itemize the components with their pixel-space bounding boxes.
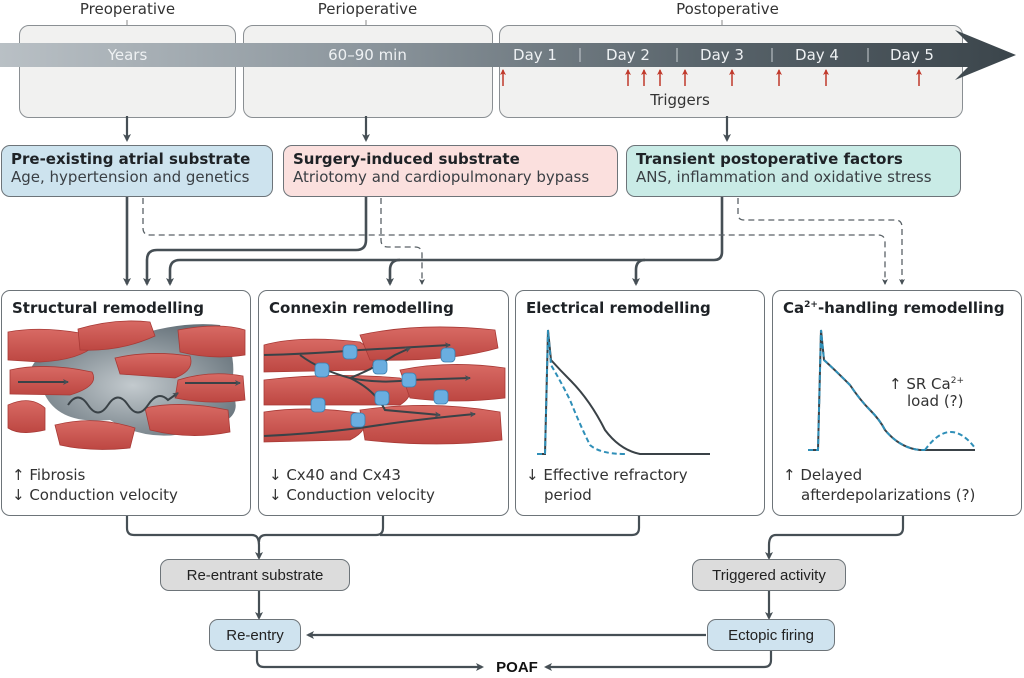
connector-transient-to-structural xyxy=(166,197,724,286)
connector-panels-to-reentrant xyxy=(125,515,263,560)
panel-electrical-remodelling: Electrical remodelling ↓ Effective refra… xyxy=(515,290,765,516)
day-label-3: Day 3 xyxy=(700,46,744,64)
trigger-arrows xyxy=(500,69,922,86)
dashed-surgery-to-connexin xyxy=(380,198,425,285)
panel-title: Structural remodelling xyxy=(12,299,204,317)
source-title: Transient postoperative factors xyxy=(636,150,903,168)
connexin-remodelling-illustration xyxy=(263,326,506,445)
mechanism-reentry: Re-entry xyxy=(209,619,301,651)
panel-line: ↑ Fibrosis xyxy=(12,466,86,484)
panel-title: Electrical remodelling xyxy=(526,299,711,317)
panel-title: Ca2+-handling remodelling xyxy=(783,299,1005,317)
title-suffix: -handling remodelling xyxy=(817,299,1005,317)
panel-line: ↓ Conduction velocity xyxy=(269,486,435,504)
timeline-arrow xyxy=(0,30,1016,80)
connector-transient-to-electrical xyxy=(632,258,646,286)
panel-title: Connexin remodelling xyxy=(269,299,454,317)
connector-ca-to-triggered xyxy=(765,515,905,560)
day-label-1: Day 1 xyxy=(513,46,557,64)
connexin-channel xyxy=(401,372,417,388)
panel-line: ↑ Delayed xyxy=(783,466,863,484)
connector-reentry-to-poaf xyxy=(255,651,484,671)
connexin-channel xyxy=(350,412,366,428)
source-subtitle: Atriotomy and cardiopulmonary bypass xyxy=(293,168,590,186)
dashed-transient-to-ca xyxy=(737,198,905,285)
phase-label-postoperative: Postoperative xyxy=(676,0,779,18)
ca-trace-remodelled xyxy=(808,329,925,451)
connexin-channel xyxy=(314,362,330,378)
bar-label-duration: 60–90 min xyxy=(328,46,407,64)
day-label-4: Day 4 xyxy=(795,46,839,64)
triggers-label: Triggers xyxy=(650,91,710,109)
day-label-5: Day 5 xyxy=(890,46,934,64)
panel-line: ↓ Effective refractory xyxy=(526,466,688,484)
connector-electrical-merge xyxy=(380,515,641,537)
connector-connexin-merge xyxy=(257,515,385,543)
source-preexisting-substrate: Pre-existing atrial substrate Age, hyper… xyxy=(1,145,273,197)
phase-label-perioperative: Perioperative xyxy=(317,0,418,18)
source-surgery-induced-substrate: Surgery-induced substrate Atriotomy and … xyxy=(283,145,618,197)
mechanism-ectopic-firing: Ectopic firing xyxy=(707,619,835,651)
source-subtitle: Age, hypertension and genetics xyxy=(11,168,250,186)
source-title: Surgery-induced substrate xyxy=(293,150,520,168)
title-superscript: 2+ xyxy=(804,300,818,310)
mechanism-triggered-activity: Triggered activity xyxy=(692,559,846,591)
phase-label-preoperative: Preoperative xyxy=(79,0,176,18)
source-title: Pre-existing atrial substrate xyxy=(11,150,251,168)
electrical-ap-traces xyxy=(537,329,710,455)
connexin-channels xyxy=(310,344,456,428)
myocytes xyxy=(7,320,246,450)
panel-structural-remodelling: Structural remodelling ↑ Fibrosis ↓ Cond… xyxy=(1,290,251,516)
source-subtitle: ANS, inflammation and oxidative stress xyxy=(636,168,932,186)
day-separators xyxy=(579,48,869,62)
connexin-channel xyxy=(440,347,456,363)
ca-handling-traces xyxy=(808,329,976,451)
source-transient-factors: Transient postoperative factors ANS, inf… xyxy=(626,145,961,197)
panel-line: afterdepolarizations (?) xyxy=(801,486,976,504)
phase-box-perioperative xyxy=(243,25,493,118)
connexin-channel xyxy=(372,359,388,375)
connexin-channel xyxy=(433,389,449,405)
structural-remodelling-illustration xyxy=(7,320,246,450)
bar-label-years: Years xyxy=(107,46,148,64)
panel-line: ↓ Conduction velocity xyxy=(12,486,178,504)
panel-connexin-remodelling: Connexin remodelling ↓ Cx40 and Cx43 ↓ C… xyxy=(258,290,509,516)
connector-ectopic-to-poaf xyxy=(544,651,773,671)
connexin-channel xyxy=(342,344,358,360)
outcome-poaf: POAF xyxy=(496,659,538,676)
sr-ca-annotation-line2: load (?) xyxy=(907,392,964,410)
connector-transient-to-connexin xyxy=(386,258,401,286)
panel-line: period xyxy=(544,486,592,504)
dashed-preexisting-to-ca xyxy=(142,198,888,285)
day-label-2: Day 2 xyxy=(606,46,650,64)
ap-trace-baseline xyxy=(537,329,710,455)
mechanism-reentrant-substrate: Re-entrant substrate xyxy=(160,559,350,591)
phase-box-preoperative xyxy=(19,25,236,118)
sr-ca-annotation: ↑ SR Ca2+ xyxy=(889,375,964,393)
connexin-channel xyxy=(310,397,326,413)
panel-ca-handling-remodelling: Ca2+-handling remodelling ↑ SR Ca2+ load… xyxy=(772,290,1022,516)
connexin-channel xyxy=(374,390,390,406)
connector-surgery-to-structural xyxy=(143,197,368,286)
title-prefix: Ca xyxy=(783,299,805,317)
panel-line: ↓ Cx40 and Cx43 xyxy=(269,466,401,484)
